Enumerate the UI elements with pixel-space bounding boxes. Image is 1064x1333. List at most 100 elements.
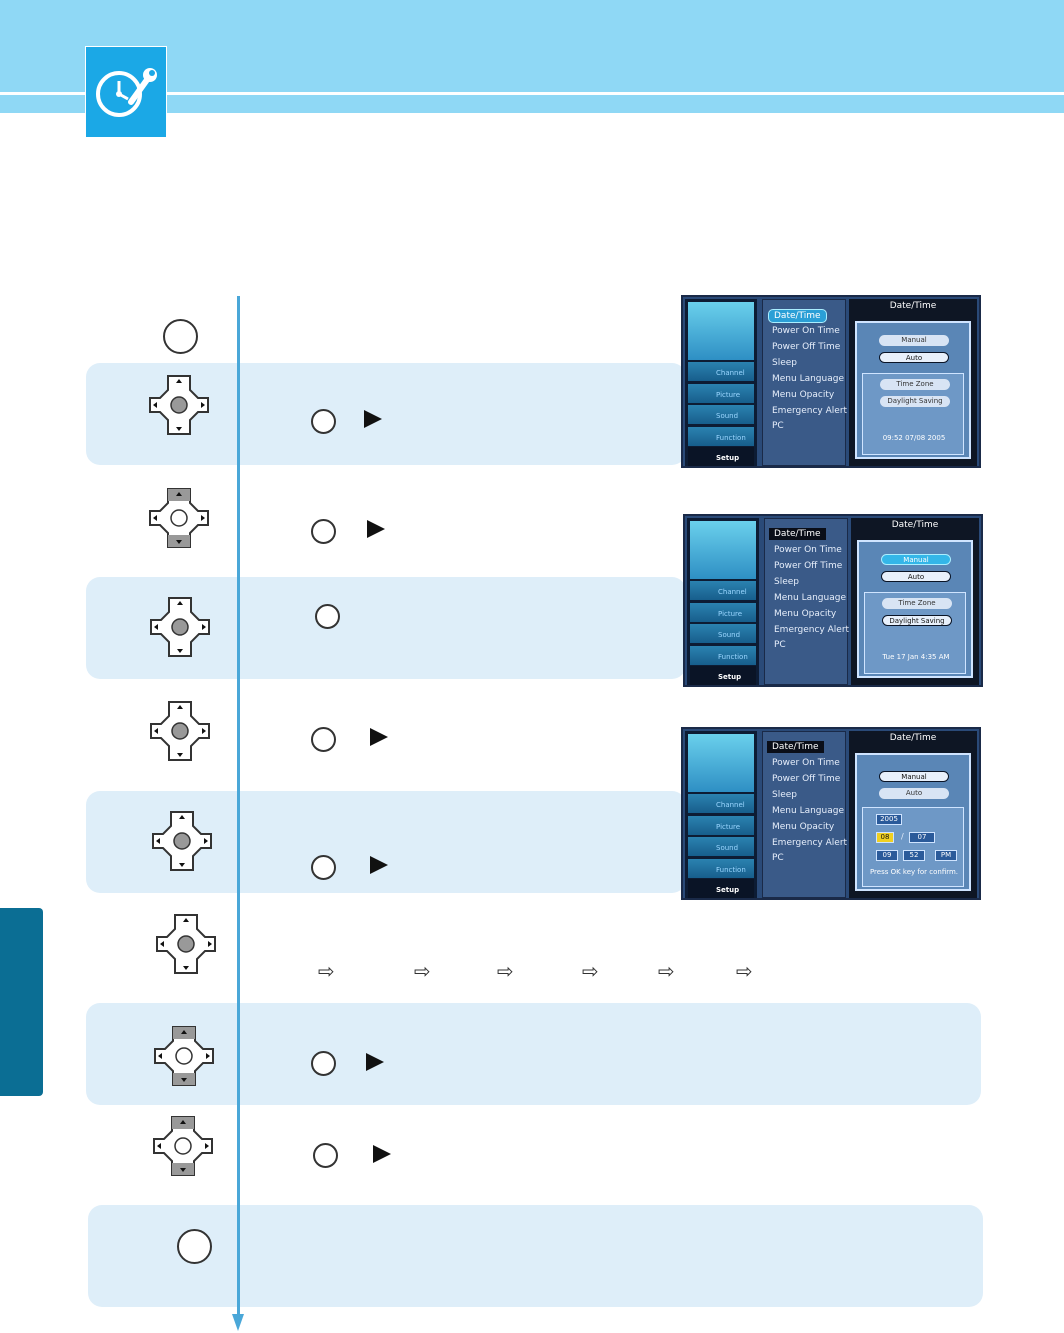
- osd-minute-field: 52: [903, 850, 925, 861]
- osd-category-channel: Channel: [688, 794, 754, 813]
- osd-category-sound: Sound: [688, 837, 754, 856]
- osd-panel-title: Date/Time: [891, 520, 939, 530]
- osd-month-field: 08: [876, 832, 894, 843]
- osd-auto-option: Auto: [879, 352, 949, 363]
- dpad-ok-icon: [147, 698, 213, 764]
- osd-menu-item: Power On Time: [772, 758, 840, 768]
- sequence-arrow-icon: ⇨: [658, 959, 675, 983]
- osd-menu-item: PC: [774, 640, 786, 650]
- dpad-updown-icon: [150, 1113, 216, 1179]
- play-triangle-icon: [367, 520, 385, 538]
- osd-date-separator: /: [901, 832, 904, 841]
- osd-menu-item: Menu Language: [774, 593, 846, 603]
- osd-year-field: 2005: [876, 814, 902, 825]
- osd-screen-3: Channel Picture Sound Function Setup Dat…: [681, 727, 981, 900]
- osd-menu-item: PC: [772, 421, 784, 431]
- header-divider: [0, 92, 1064, 95]
- button-circle-icon: [315, 604, 340, 629]
- osd-menu-item: Emergency Alert: [774, 625, 850, 635]
- sequence-arrow-icon: ⇨: [318, 959, 335, 983]
- play-triangle-icon: [366, 1053, 384, 1071]
- osd-menu-item: Emergency Alert: [772, 406, 848, 416]
- osd-daylight-option: Daylight Saving: [882, 615, 952, 626]
- play-triangle-icon: [364, 410, 382, 428]
- osd-category-setup: Setup: [688, 447, 754, 466]
- osd-auto-option: Auto: [881, 571, 951, 582]
- osd-manual-option: Manual: [881, 554, 951, 565]
- osd-menu-item: Date/Time: [769, 528, 826, 540]
- osd-hour-field: 09: [876, 850, 898, 861]
- osd-menu-item: Menu Language: [772, 806, 844, 816]
- osd-menu-item: Sleep: [772, 790, 798, 800]
- osd-detail-panel: Date/Time Manual Auto Time Zone Daylight…: [851, 518, 979, 685]
- button-circle-icon: [311, 727, 336, 752]
- osd-menu-item: Power On Time: [772, 326, 840, 336]
- button-circle-icon: [311, 855, 336, 880]
- osd-menu-item: Menu Language: [772, 374, 844, 384]
- osd-subpanel: Time Zone Daylight Saving 09:52 07/08 20…: [862, 373, 964, 455]
- osd-menu-item: Power On Time: [774, 545, 842, 555]
- osd-category-channel: Channel: [688, 362, 754, 381]
- osd-category-picture: Picture: [688, 384, 754, 403]
- osd-category-setup: Setup: [690, 666, 756, 685]
- osd-date-status: Tue 17 Jan 4:35 AM: [882, 653, 950, 661]
- osd-ampm-field: PM: [935, 850, 957, 861]
- sequence-arrow-icon: ⇨: [582, 959, 599, 983]
- dpad-updown-icon: [146, 485, 212, 551]
- osd-category-channel: Channel: [690, 581, 756, 600]
- sequence-arrow-icon: ⇨: [736, 959, 753, 983]
- dpad-updown-icon: [151, 1023, 217, 1089]
- osd-date-status: 09:52 07/08 2005: [882, 434, 946, 442]
- osd-menu-item: Sleep: [774, 577, 800, 587]
- osd-menu-item: PC: [772, 853, 784, 863]
- play-triangle-icon: [370, 728, 388, 746]
- button-circle-icon: [311, 1051, 336, 1076]
- osd-panel-title: Date/Time: [889, 301, 937, 311]
- osd-menu-item: Menu Opacity: [772, 822, 835, 832]
- osd-menu-item: Power Off Time: [772, 342, 841, 352]
- osd-category-picture: Picture: [688, 816, 754, 835]
- dpad-ok-icon: [153, 911, 219, 977]
- step-band: [86, 1003, 981, 1105]
- flow-line: [237, 296, 240, 1316]
- osd-auto-option: Auto: [879, 788, 949, 799]
- osd-menu-item: Power Off Time: [774, 561, 843, 571]
- setup-gear-icon: [690, 521, 756, 579]
- osd-detail-panel: Date/Time Manual Auto Time Zone Daylight…: [849, 299, 977, 466]
- osd-menu-item: Emergency Alert: [772, 838, 848, 848]
- button-circle-icon: [313, 1143, 338, 1168]
- osd-subpanel: Time Zone Daylight Saving Tue 17 Jan 4:3…: [864, 592, 966, 674]
- osd-category-function: Function: [688, 427, 754, 446]
- osd-screen-2: Channel Picture Sound Function Setup Dat…: [683, 514, 983, 687]
- osd-menu-list: Date/Time Power On Time Power Off Time S…: [762, 731, 848, 898]
- dpad-ok-icon: [147, 594, 213, 660]
- osd-menu-item: Date/Time: [768, 309, 827, 323]
- osd-manual-option: Manual: [879, 335, 949, 346]
- osd-menu-item: Sleep: [772, 358, 798, 368]
- button-circle-icon: [311, 409, 336, 434]
- osd-menu-item: Power Off Time: [772, 774, 841, 784]
- osd-confirm-hint: Press OK key for confirm.: [869, 868, 959, 876]
- osd-panel-body: Manual Auto Time Zone Daylight Saving Tu…: [857, 540, 973, 678]
- sequence-arrow-icon: ⇨: [497, 959, 514, 983]
- osd-manual-option: Manual: [879, 771, 949, 782]
- osd-panel-title: Date/Time: [889, 733, 937, 743]
- osd-category-picture: Picture: [690, 603, 756, 622]
- osd-menu-list: Date/Time Power On Time Power Off Time S…: [762, 299, 848, 466]
- osd-menu-item: Menu Opacity: [774, 609, 837, 619]
- osd-timezone-option: Time Zone: [880, 379, 950, 390]
- menu-button-icon: [177, 1229, 212, 1264]
- dpad-ok-icon: [149, 808, 215, 874]
- dpad-ok-icon: [146, 372, 212, 438]
- osd-detail-panel: Date/Time Manual Auto 2005 08 / 07 09 52…: [849, 731, 977, 898]
- setup-gear-icon: [688, 302, 754, 360]
- osd-category-sound: Sound: [688, 405, 754, 424]
- osd-category-setup: Setup: [688, 879, 754, 898]
- osd-panel-body: Manual Auto Time Zone Daylight Saving 09…: [855, 321, 971, 459]
- osd-panel-body: Manual Auto 2005 08 / 07 09 52 PM Press …: [855, 753, 971, 891]
- osd-menu-item: Menu Opacity: [772, 390, 835, 400]
- osd-category-function: Function: [690, 646, 756, 665]
- play-triangle-icon: [373, 1145, 391, 1163]
- osd-screen-1: Channel Picture Sound Function Setup Dat…: [681, 295, 981, 468]
- section-side-tab: [0, 908, 43, 1096]
